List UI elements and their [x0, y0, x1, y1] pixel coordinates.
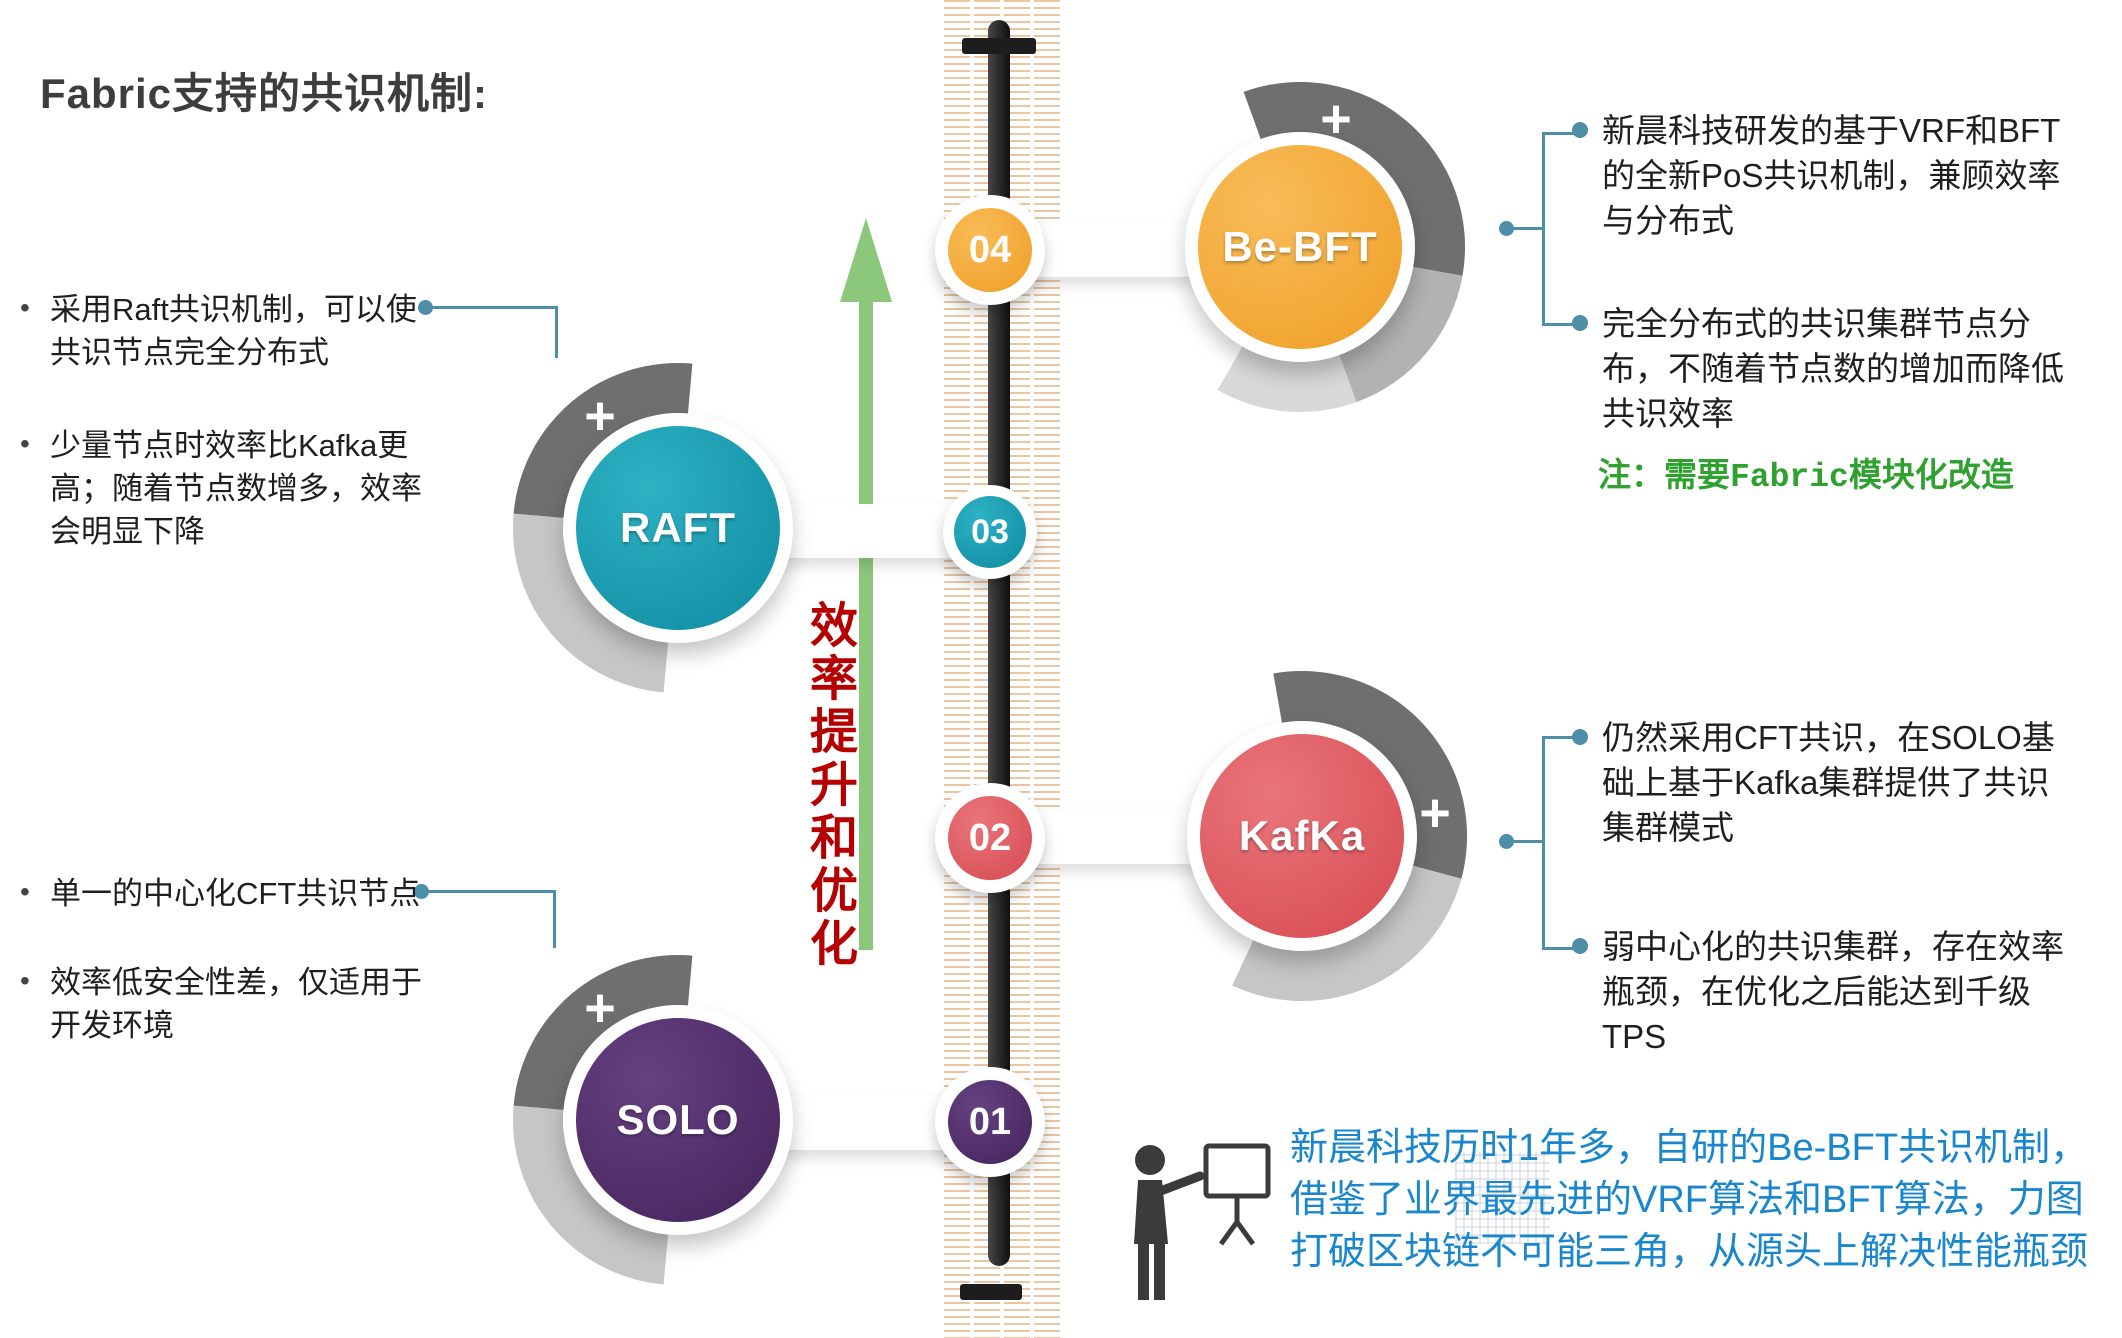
- annotation-block-raft: • 采用Raft共识机制，可以使共识节点完全分布式 • 少量节点时效率比Kafk…: [20, 288, 430, 553]
- connector-line: [1545, 736, 1577, 739]
- bullet-item: 新晨科技研发的基于VRF和BFT的全新PoS共识机制，兼顾效率与分布式: [1572, 108, 2077, 243]
- bullet-item: • 单一的中心化CFT共识节点: [20, 872, 430, 915]
- arc-segment-dark: [1243, 81, 1466, 276]
- arc-segment-light: [1232, 865, 1462, 1002]
- connector-dot-kafka: [1499, 834, 1514, 849]
- bullet-item: • 少量节点时效率比Kafka更高；随着节点数增多，效率会明显下降: [20, 424, 430, 553]
- bullet-text: 单一的中心化CFT共识节点: [50, 876, 421, 911]
- connector-line: [1545, 323, 1577, 326]
- connector-line: [430, 306, 558, 309]
- node-circle-bebft: Be-BFT: [1185, 132, 1415, 362]
- bullet-item: • 效率低安全性差，仅适用于开发环境: [20, 961, 430, 1047]
- bullet-icon: •: [20, 428, 30, 459]
- badge-number-03: 03: [971, 512, 1009, 551]
- efficiency-up-arrow-icon: [840, 218, 892, 950]
- bullet-text: 弱中心化的共识集群，存在效率瓶颈，在优化之后能达到千级TPS: [1602, 928, 2064, 1055]
- node-label-solo: SOLO: [616, 1096, 740, 1143]
- connector-dot-raft: [418, 300, 433, 315]
- bullet-dot-icon: [1572, 938, 1588, 954]
- timeline-plus-icon: [962, 38, 1036, 54]
- bullet-item: • 采用Raft共识机制，可以使共识节点完全分布式: [20, 288, 430, 374]
- annotation-block-kafka: 仍然采用CFT共识，在SOLO基础上基于Kafka集群提供了共识集群模式 弱中心…: [1572, 715, 2077, 1059]
- bullet-text: 采用Raft共识机制，可以使共识节点完全分布式: [50, 292, 417, 370]
- bullet-text: 完全分布式的共识集群节点分布，不随着节点数的增加而降低共识效率: [1602, 305, 2064, 432]
- node-circle-raft: RAFT: [563, 413, 793, 643]
- connector-line: [426, 890, 556, 893]
- timeline-bar: [988, 20, 1010, 1266]
- arc-decoration-bebft: +: [1130, 77, 1470, 417]
- connector-line: [555, 306, 558, 358]
- presenter-icon: [1134, 1143, 1271, 1300]
- connector-line: [1542, 132, 1545, 326]
- page-title: Fabric支持的共识机制:: [40, 70, 489, 117]
- bullet-text: 仍然采用CFT共识，在SOLO基础上基于Kafka集群提供了共识集群模式: [1602, 719, 2055, 846]
- connector-line: [1510, 840, 1542, 843]
- timeline-minus-icon: [960, 1284, 1022, 1300]
- watermark: [1455, 1152, 1550, 1244]
- timeline-badge-01: 01: [935, 1067, 1045, 1177]
- fabric-modularization-note: 注：需要Fabric模块化改造: [1598, 459, 2014, 496]
- arc-svg: [1217, 81, 1466, 413]
- timeline-badge-02: 02: [935, 783, 1045, 893]
- node-label-raft: RAFT: [620, 504, 736, 551]
- bullet-dot-icon: [1572, 729, 1588, 745]
- connector-dot-bebft: [1499, 221, 1514, 236]
- bullet-dot-icon: [1572, 122, 1588, 138]
- connector-dot-solo: [414, 884, 429, 899]
- timeline-badge-04: 04: [935, 195, 1045, 305]
- bullet-text: 效率低安全性差，仅适用于开发环境: [50, 965, 422, 1043]
- badge-number-02: 02: [968, 816, 1012, 859]
- timeline-badge-03: 03: [943, 485, 1037, 579]
- badge-number-04: 04: [968, 228, 1012, 271]
- bullet-dot-icon: [1572, 315, 1588, 331]
- bullet-item: 完全分布式的共识集群节点分布，不随着节点数的增加而降低共识效率: [1572, 301, 2077, 436]
- annotation-block-bebft: 新晨科技研发的基于VRF和BFT的全新PoS共识机制，兼顾效率与分布式 完全分布…: [1572, 108, 2077, 436]
- badge-number-01: 01: [968, 1100, 1012, 1143]
- bullet-text: 新晨科技研发的基于VRF和BFT的全新PoS共识机制，兼顾效率与分布式: [1602, 112, 2061, 239]
- bullet-icon: •: [20, 292, 30, 323]
- bullet-icon: •: [20, 965, 30, 996]
- connector-line: [1542, 736, 1545, 950]
- bullet-item: 仍然采用CFT共识，在SOLO基础上基于Kafka集群提供了共识集群模式: [1572, 715, 2077, 850]
- arc-segment-mid: [1338, 266, 1463, 403]
- bullet-item: 弱中心化的共识集群，存在效率瓶颈，在优化之后能达到千级TPS: [1572, 924, 2077, 1059]
- node-circle-kafka: KafKa: [1187, 721, 1417, 951]
- arc-plus-icon: +: [1419, 783, 1451, 843]
- annotation-block-solo: • 单一的中心化CFT共识节点 • 效率低安全性差，仅适用于开发环境: [20, 872, 430, 1047]
- connector-line: [1510, 227, 1542, 230]
- bullet-icon: •: [20, 876, 30, 907]
- arc-segment-light: [1217, 344, 1357, 413]
- connector-line: [1545, 947, 1577, 950]
- efficiency-arrow-caption: 效率提升和优化: [802, 600, 855, 971]
- footer-description: 新晨科技历时1年多，自研的Be-BFT共识机制，借鉴了业界最先进的VRF算法和B…: [1290, 1127, 2089, 1273]
- node-circle-solo: SOLO: [563, 1005, 793, 1235]
- connector-line: [1545, 132, 1577, 135]
- node-label-kafka: KafKa: [1238, 812, 1366, 859]
- node-label-bebft: Be-BFT: [1222, 223, 1378, 270]
- connector-line: [553, 890, 556, 948]
- bullet-text: 少量节点时效率比Kafka更高；随着节点数增多，效率会明显下降: [50, 428, 422, 549]
